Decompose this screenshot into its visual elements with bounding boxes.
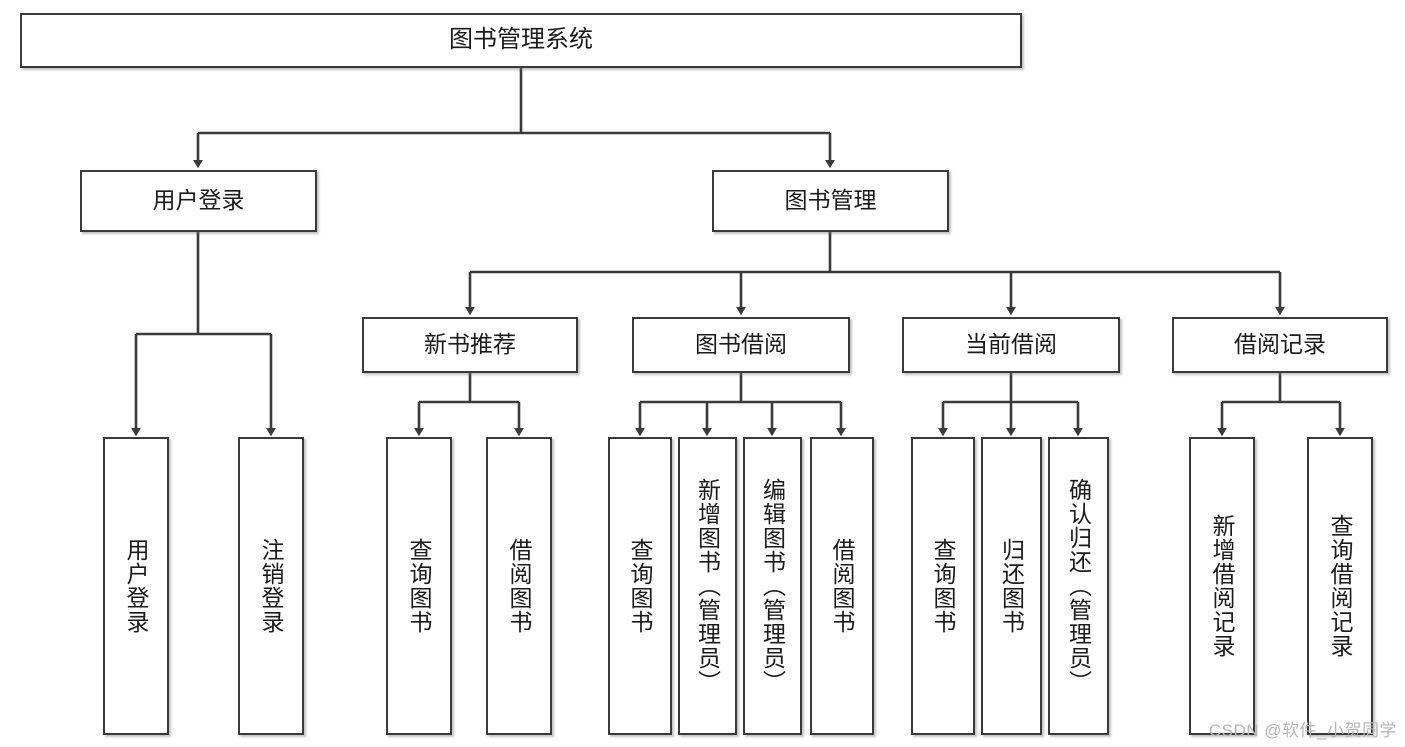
node-label: 用户登录 (123, 538, 150, 634)
node-label: 编辑图书（管理员） (759, 478, 786, 694)
node-leaf-logout[interactable]: 注销登录 (238, 437, 304, 735)
node-leaf-return-books[interactable]: 归还图书 (981, 437, 1042, 735)
node-label: 当前借阅 (965, 331, 1057, 358)
node-leaf-add-book-admin[interactable]: 新增图书（管理员） (678, 437, 737, 735)
node-label: 新增图书（管理员） (694, 478, 721, 694)
node-leaf-user-login[interactable]: 用户登录 (103, 437, 169, 735)
node-label: 确认归还（管理员） (1065, 478, 1092, 694)
node-leaf-add-borrow-record[interactable]: 新增借阅记录 (1189, 437, 1255, 735)
node-label: 借阅记录 (1234, 331, 1326, 358)
node-book-management[interactable]: 图书管理 (712, 170, 949, 232)
node-label: 查询图书 (930, 538, 957, 634)
node-borrowing-record[interactable]: 借阅记录 (1172, 317, 1388, 373)
node-label: 查询借阅记录 (1327, 514, 1354, 658)
node-label: 注销登录 (258, 538, 285, 634)
node-label: 归还图书 (998, 538, 1025, 634)
node-leaf-query-books-current[interactable]: 查询图书 (911, 437, 975, 735)
node-leaf-edit-book-admin[interactable]: 编辑图书（管理员） (743, 437, 802, 735)
node-leaf-query-books-recommend[interactable]: 查询图书 (386, 437, 452, 735)
node-leaf-query-books-borrow[interactable]: 查询图书 (608, 437, 672, 735)
node-label: 借阅图书 (829, 538, 856, 634)
node-label: 查询图书 (627, 538, 654, 634)
node-label: 用户登录 (152, 187, 245, 214)
node-label: 新增借阅记录 (1209, 514, 1236, 658)
node-leaf-borrow-books[interactable]: 借阅图书 (810, 437, 874, 735)
node-leaf-query-borrow-record[interactable]: 查询借阅记录 (1307, 437, 1373, 735)
node-leaf-confirm-return-admin[interactable]: 确认归还（管理员） (1048, 437, 1109, 735)
node-label: 图书借阅 (695, 331, 787, 358)
node-book-borrowing[interactable]: 图书借阅 (632, 317, 850, 373)
node-label: 查询图书 (406, 538, 433, 634)
node-user-login[interactable]: 用户登录 (80, 170, 317, 232)
node-new-book-recommendation[interactable]: 新书推荐 (362, 317, 578, 373)
watermark-text: CSDN @软件_小贺同学 (1208, 721, 1397, 740)
node-current-borrowing[interactable]: 当前借阅 (902, 317, 1120, 373)
node-root-book-management-system[interactable]: 图书管理系统 (20, 13, 1022, 68)
node-leaf-borrow-books-recommend[interactable]: 借阅图书 (486, 437, 552, 735)
node-label: 图书管理 (784, 187, 877, 214)
node-label: 新书推荐 (424, 331, 516, 358)
node-label: 图书管理系统 (449, 26, 593, 54)
node-label: 借阅图书 (506, 538, 533, 634)
